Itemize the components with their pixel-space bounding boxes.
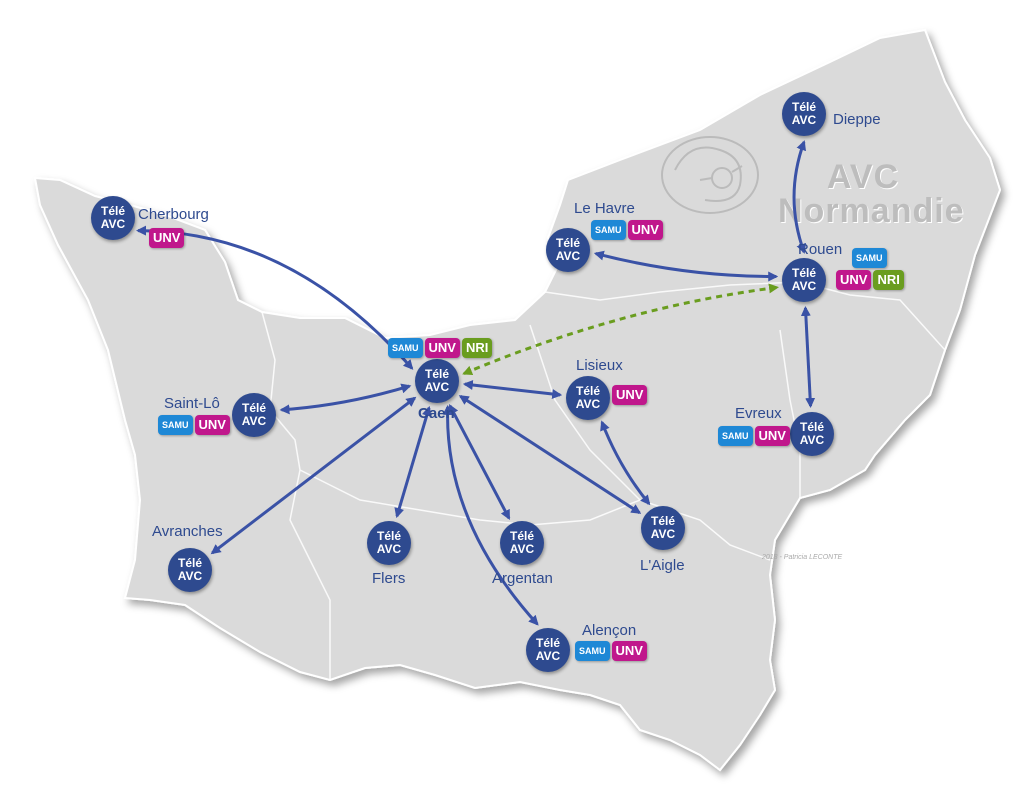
link-lisieux-laigle xyxy=(600,420,651,506)
link-le-havre-rouen xyxy=(593,250,779,282)
unv-badge: UNV xyxy=(627,220,663,240)
link-caen-saint-lo xyxy=(279,383,412,415)
city-label-argentan: Argentan xyxy=(492,570,553,587)
samu-badge: SAMU xyxy=(591,220,626,240)
node-text-line2: AVC xyxy=(555,249,581,263)
node-text-line1: Télé xyxy=(791,100,816,114)
map-title-line1: AVC xyxy=(826,158,900,196)
node-text-line2: AVC xyxy=(509,542,535,556)
link-caen-laigle xyxy=(458,395,642,514)
link-caen-flers xyxy=(394,405,432,519)
node-text-line2: AVC xyxy=(799,433,825,447)
link-rouen-evreux xyxy=(800,305,816,409)
unv-badge: UNV xyxy=(836,270,872,290)
node-text-line2: AVC xyxy=(100,217,126,231)
link-caen-rouen xyxy=(462,283,779,376)
node-text-line1: Télé xyxy=(791,266,816,280)
unv-badge: UNV xyxy=(194,415,230,435)
city-label-avranches: Avranches xyxy=(152,523,223,540)
node-text-line1: Télé xyxy=(424,367,449,381)
node-text-line2: AVC xyxy=(535,649,561,663)
unv-badge: UNV xyxy=(612,385,648,405)
service-badges-lisieux: UNV xyxy=(612,385,648,405)
node-text-line1: Télé xyxy=(535,636,560,650)
city-label-evreux: Evreux xyxy=(735,405,782,422)
link-caen-cherbourg xyxy=(136,225,414,370)
badge-row: SAMU xyxy=(836,248,887,268)
node-text-line2: AVC xyxy=(241,414,267,428)
samu-badge: SAMU xyxy=(158,415,193,435)
node-text-line2: AVC xyxy=(575,397,601,411)
samu-badge: SAMU xyxy=(718,426,753,446)
node-text-line1: Télé xyxy=(799,420,824,434)
map-title-line2: Normandie xyxy=(778,192,965,230)
node-text-line1: Télé xyxy=(376,529,401,543)
node-text-line1: Télé xyxy=(575,384,600,398)
service-badges-cherbourg: UNV xyxy=(149,228,185,248)
samu-badge: SAMU xyxy=(852,248,887,268)
samu-badge: SAMU xyxy=(575,641,610,661)
city-label-flers: Flers xyxy=(372,570,406,587)
city-label-lisieux: Lisieux xyxy=(576,357,623,374)
node-text-line2: AVC xyxy=(791,279,817,293)
node-text-line1: Télé xyxy=(555,236,580,250)
unv-badge: UNV xyxy=(611,641,647,661)
node-text-line2: AVC xyxy=(791,113,817,127)
unv-badge: UNV xyxy=(754,426,790,446)
node-text-line2: AVC xyxy=(376,542,402,556)
node-text-line1: Télé xyxy=(241,401,266,415)
map-credit: 2018 - Patricia LECONTE xyxy=(762,554,843,561)
city-label-caen: Caen xyxy=(418,405,455,422)
node-text-line2: AVC xyxy=(177,569,203,583)
unv-badge: UNV xyxy=(149,228,185,248)
unv-badge: UNV xyxy=(424,338,460,358)
link-rouen-dieppe xyxy=(792,140,806,254)
city-label-dieppe: Dieppe xyxy=(833,111,881,128)
city-label-saint-lo: Saint-Lô xyxy=(164,395,220,412)
city-label-laigle: L'Aigle xyxy=(640,557,685,574)
link-caen-avranches xyxy=(210,396,417,555)
node-text-line2: AVC xyxy=(650,527,676,541)
city-label-cherbourg: Cherbourg xyxy=(138,206,209,223)
link-caen-alencon xyxy=(442,404,539,626)
samu-badge: SAMU xyxy=(388,338,423,358)
node-text-line1: Télé xyxy=(650,514,675,528)
link-caen-lisieux xyxy=(462,380,563,399)
city-label-le-havre: Le Havre xyxy=(574,200,635,217)
node-text-line2: AVC xyxy=(424,380,450,394)
city-label-alencon: Alençon xyxy=(582,622,637,639)
node-text-line1: Télé xyxy=(177,556,202,570)
node-text-line1: Télé xyxy=(100,204,125,218)
city-label-rouen: Rouen xyxy=(798,241,843,258)
nri-badge: NRI xyxy=(461,338,493,358)
nri-badge: NRI xyxy=(873,270,904,290)
node-text-line1: Télé xyxy=(509,529,534,543)
brain-logo-watermark xyxy=(661,136,759,214)
